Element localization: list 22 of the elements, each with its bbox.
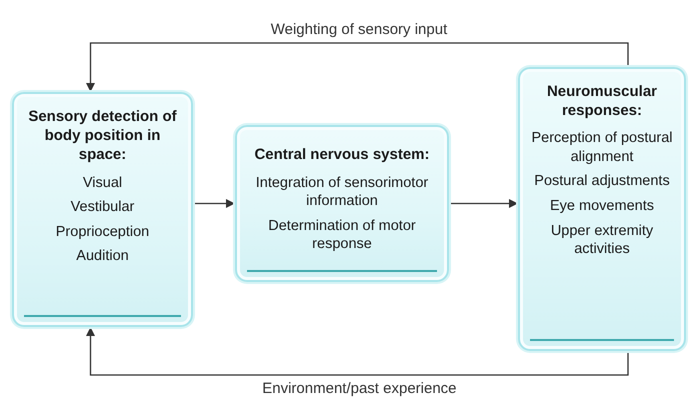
box-heading: Sensory detection of body position in space: (27, 107, 178, 165)
edge-label: Environment/past experience (260, 380, 459, 397)
arrow (86, 327, 629, 376)
list-item: Determination of motor response (267, 216, 417, 254)
rounded-box (12, 92, 193, 327)
list-item: Audition (76, 247, 129, 266)
list-item: Eye movements (550, 197, 654, 216)
list-item: Integration of sensorimotor information (254, 174, 430, 211)
arrow (449, 198, 518, 208)
rounded-box (235, 125, 449, 282)
list-item: Vestibular (70, 198, 134, 217)
arrow (86, 42, 629, 92)
list-item: Postural adjustments (534, 172, 670, 192)
list-item: Upper extremity activities (550, 222, 654, 259)
list-item: Perception of postural alignment (530, 129, 674, 166)
arrow (193, 198, 235, 208)
edge-label: Weighting of sensory input (268, 21, 450, 38)
box-heading: Central nervous system: (254, 145, 430, 164)
list-item: Visual (82, 174, 122, 192)
list-item: Proprioception (56, 222, 150, 242)
box-heading: Neuromuscular responses: (546, 82, 658, 120)
rounded-box (518, 67, 686, 351)
